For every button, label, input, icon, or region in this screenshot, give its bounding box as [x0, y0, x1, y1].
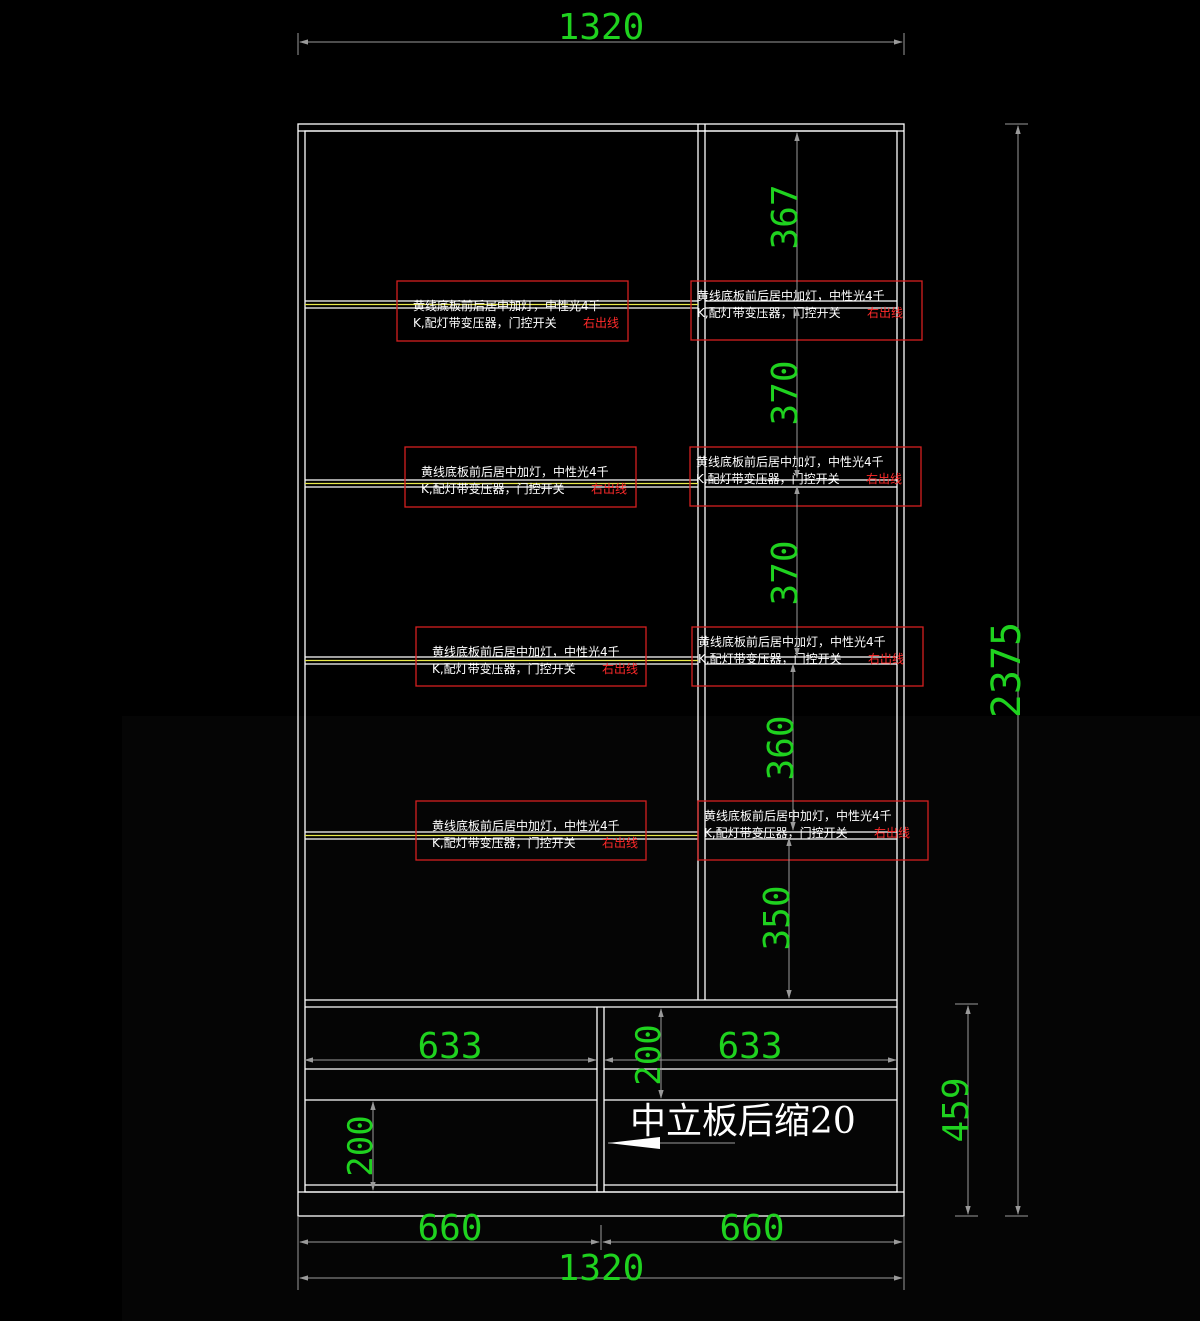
- light-note-8: 黄线底板前后居中加灯，中性光4千 K,配灯带变压器，门控开关 右出线: [697, 800, 929, 861]
- dim-drawer-height-right: 200: [629, 1024, 669, 1085]
- dim-bottom-left: 660: [417, 1208, 482, 1249]
- dim-gap-3: 370: [765, 540, 806, 605]
- note-line-2: K,配灯带变压器，门控开关: [704, 825, 848, 840]
- note-box: [415, 800, 647, 861]
- note-red-label: 右出线: [583, 315, 619, 330]
- note-red-label: 右出线: [602, 835, 638, 850]
- note-line-2: K,配灯带变压器，门控开关: [413, 315, 557, 330]
- light-note-1: 黄线底板前后居中加灯，中性光4千 K,配灯带变压器，门控开关 右出线: [396, 280, 629, 342]
- note-line-2: K,配灯带变压器，门控开关: [697, 305, 841, 320]
- note-line-2: K,配灯带变压器，门控开关: [432, 835, 576, 850]
- note-line-1: 黄线底板前后居中加灯，中性光4千: [704, 808, 892, 823]
- center-panel-note: 中立板后缩20: [630, 1101, 856, 1142]
- note-box: [689, 446, 922, 507]
- note-box: [396, 280, 629, 342]
- shelves-group: [305, 300, 897, 840]
- note-box: [690, 280, 923, 341]
- note-red-label: 右出线: [602, 661, 638, 676]
- light-note-7: 黄线底板前后居中加灯，中性光4千 K,配灯带变压器，门控开关 右出线: [415, 800, 647, 861]
- note-line-1: 黄线底板前后居中加灯，中性光4千: [413, 298, 601, 313]
- note-box: [404, 446, 637, 508]
- leader-arrow-icon: [608, 1137, 660, 1149]
- dim-drawer-left: 633: [417, 1026, 482, 1067]
- note-line-2: K,配灯带变压器，门控开关: [421, 481, 565, 496]
- note-line-1: 黄线底板前后居中加灯，中性光4千: [698, 634, 886, 649]
- light-note-3: 黄线底板前后居中加灯，中性光4千 K,配灯带变压器，门控开关 右出线: [404, 446, 637, 508]
- note-line-1: 黄线底板前后居中加灯，中性光4千: [432, 818, 620, 833]
- note-line-1: 黄线底板前后居中加灯，中性光4千: [696, 454, 884, 469]
- note-red-label: 右出线: [868, 651, 904, 666]
- note-line-2: K,配灯带变压器，门控开关: [698, 651, 842, 666]
- light-note-2: 黄线底板前后居中加灯，中性光4千 K,配灯带变压器，门控开关 右出线: [690, 280, 923, 341]
- note-box: [697, 800, 929, 861]
- dimension-lines: [297, 33, 1028, 1290]
- note-red-label: 右出线: [866, 471, 902, 486]
- dim-gap-1: 367: [765, 184, 806, 249]
- dim-top-width: 1320: [558, 7, 645, 48]
- note-line-1: 黄线底板前后居中加灯，中性光4千: [697, 288, 885, 303]
- note-box: [415, 626, 647, 687]
- dim-total-height: 2375: [984, 622, 1030, 718]
- dim-bottom-right: 660: [719, 1208, 784, 1249]
- note-line-2: K,配灯带变压器，门控开关: [696, 471, 840, 486]
- dim-gap-5: 350: [757, 885, 798, 950]
- light-notes-group: 黄线底板前后居中加灯，中性光4千K,配灯带变压器，门控开关右出线黄线底板前后居中…: [396, 280, 929, 861]
- note-red-label: 右出线: [874, 825, 910, 840]
- dim-drawer-height-left: 200: [341, 1115, 381, 1176]
- note-line-2: K,配灯带变压器，门控开关: [432, 661, 576, 676]
- note-line-1: 黄线底板前后居中加灯，中性光4千: [432, 644, 620, 659]
- note-red-label: 右出线: [867, 305, 903, 320]
- cabinet-frame: [297, 123, 905, 1217]
- note-red-label: 右出线: [591, 481, 627, 496]
- note-box: [691, 626, 924, 687]
- note-line-1: 黄线底板前后居中加灯，中性光4千: [421, 464, 609, 479]
- dim-gap-4: 360: [761, 715, 802, 780]
- light-note-5: 黄线底板前后居中加灯，中性光4千 K,配灯带变压器，门控开关 右出线: [415, 626, 647, 687]
- dim-gap-2: 370: [765, 360, 806, 425]
- dim-drawer-right: 633: [717, 1026, 782, 1067]
- light-note-6: 黄线底板前后居中加灯，中性光4千 K,配灯带变压器，门控开关 右出线: [691, 626, 924, 687]
- light-note-4: 黄线底板前后居中加灯，中性光4千 K,配灯带变压器，门控开关 右出线: [689, 446, 922, 507]
- dim-base-height: 459: [936, 1077, 977, 1142]
- dim-bottom-width: 1320: [558, 1248, 645, 1289]
